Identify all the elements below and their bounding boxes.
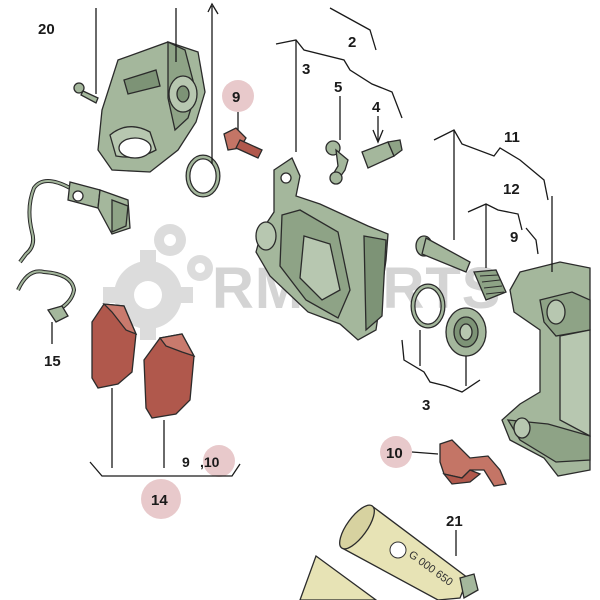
bleed-screw-4 [361,139,403,169]
brake-carrier [501,261,591,477]
label-21: 21 [446,513,463,530]
watermark-gear-icon [103,224,213,340]
label-3-top: 3 [302,61,310,78]
highlight-circle-14 [141,479,181,519]
label-10-right: 10 [386,445,403,462]
label-5: 5 [334,79,342,96]
highlight-circle-10 [380,436,412,468]
label-2: 2 [348,34,356,51]
label-4: 4 [372,99,381,116]
leader-lines [51,2,553,556]
caliper-housing [255,157,389,341]
guide-bolt [415,235,471,273]
parking-brake-motor [97,40,206,173]
piston-boot [445,307,487,357]
label-15: 15 [44,353,61,370]
part-labels: 20 2 3 5 4 9 11 12 9 15 3 10 9 ,10 14 21 [38,21,520,530]
highlight-circle-10-pads [203,445,235,477]
grease-tube: G 000 650 [339,504,479,600]
highlight-circle-9 [222,80,254,112]
label-11: 11 [504,129,520,146]
label-14: 14 [151,492,168,509]
label-12: 12 [503,181,520,198]
o-ring-inner [186,155,220,197]
vw-logo-icon [389,541,407,559]
motor-screw [73,82,99,104]
wear-sensor-connector [67,181,131,235]
bolt-9 [223,127,263,159]
label-10-pads: ,10 [200,454,220,470]
brake-pad-inner [91,303,138,389]
guide-boot-12 [473,269,507,301]
wear-sensor-cable [16,179,77,323]
label-9-right: 9 [510,229,518,246]
label-9-pads: 9 [182,454,190,470]
bleeder-cap-5 [325,140,349,185]
label-9-top: 9 [232,89,240,106]
label-3-bottom: 3 [422,397,430,414]
piston-seal [410,283,446,329]
grease-tube-second [299,554,378,600]
label-20: 20 [38,21,55,38]
pad-retainer-spring-10 [439,439,507,487]
brake-pad-outer [143,333,196,419]
